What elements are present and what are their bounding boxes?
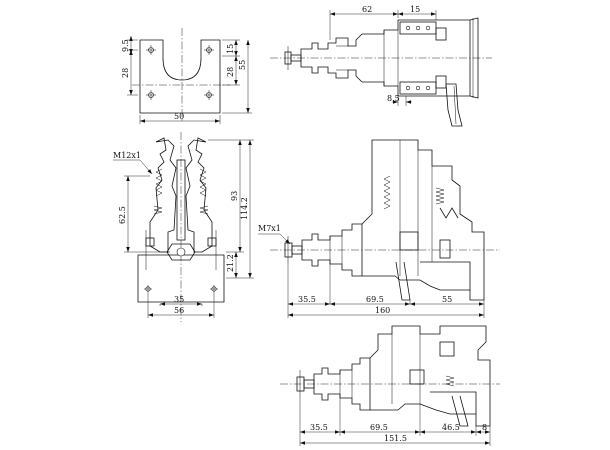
mounting-plate-view: 9.5 28 15 28 55 50 xyxy=(121,28,252,124)
dim-35-5-bottom: 35.5 xyxy=(310,423,328,432)
dim-8-5: 8.5 xyxy=(387,94,400,103)
side-view-variant: 35.5 69.5 46.5 8 151.5 xyxy=(280,325,500,446)
side-view: M7x1 35.5 69.5 55 160 xyxy=(258,139,500,318)
dim-50: 50 xyxy=(174,112,184,121)
dim-55-plate: 55 xyxy=(238,60,247,70)
dim-114-2: 114.2 xyxy=(240,197,249,220)
dim-35: 35 xyxy=(174,295,184,304)
dim-151-5: 151.5 xyxy=(384,434,407,443)
dim-93: 93 xyxy=(230,191,239,201)
dim-69-5-side: 69.5 xyxy=(366,295,384,304)
dim-46-5: 46.5 xyxy=(442,423,460,432)
dim-15-plate: 15 xyxy=(226,44,235,54)
plate-holes xyxy=(146,45,214,100)
contact-holes xyxy=(405,25,431,91)
label-m12x1: M12x1 xyxy=(113,151,141,160)
dim-69-5-bottom: 69.5 xyxy=(370,423,388,432)
dim-21-2: 21.2 xyxy=(226,254,235,272)
label-m7x1: M7x1 xyxy=(258,224,281,233)
dim-35-5-side: 35.5 xyxy=(298,295,316,304)
dim-28-right: 28 xyxy=(226,67,235,77)
top-view: 62 15 8.5 xyxy=(270,5,492,127)
dim-55-side: 55 xyxy=(442,295,452,304)
front-view: M12x1 62.5 93 114.2 21.2 35 56 xyxy=(113,132,254,322)
dim-9-5: 9.5 xyxy=(121,39,130,52)
dim-28-left: 28 xyxy=(121,68,130,78)
dim-62: 62 xyxy=(362,5,372,14)
dim-15-top: 15 xyxy=(410,5,420,14)
dim-56: 56 xyxy=(174,306,184,315)
dim-160: 160 xyxy=(375,306,390,315)
dim-62-5: 62.5 xyxy=(118,206,127,224)
dim-8: 8 xyxy=(482,423,487,432)
